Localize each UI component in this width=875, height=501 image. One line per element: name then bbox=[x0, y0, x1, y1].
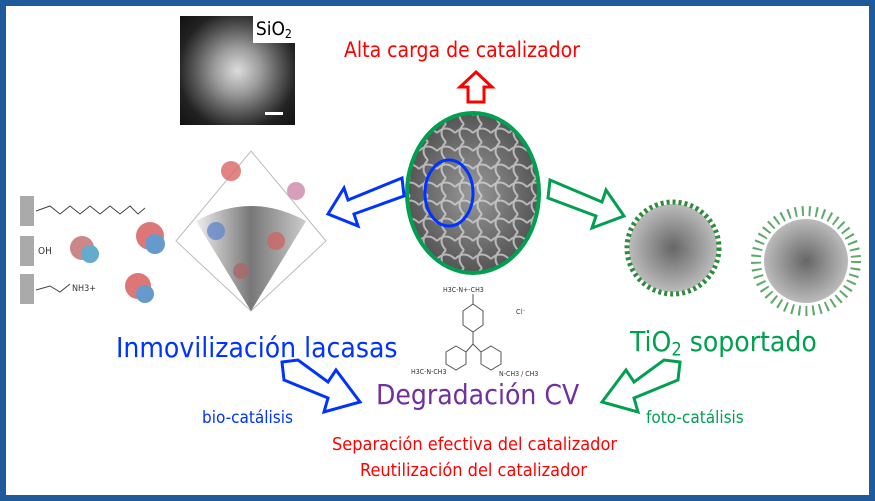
crystal-violet-structure: H3C‑N+‑CH3 Cl⁻ H3C‑N‑CH3 N‑CH3 / CH3 bbox=[411, 286, 538, 378]
laccase-immobilization-label: Inmovilización lacasas bbox=[116, 331, 398, 364]
linker-chemistry-schemes: OH NH3+ bbox=[20, 196, 165, 304]
arrow-to-laccase bbox=[325, 175, 406, 229]
nh3-label: NH3+ bbox=[72, 284, 96, 294]
tio2-coated-spheres bbox=[624, 199, 861, 316]
bio-catalysis-label: bio-catálisis bbox=[202, 408, 293, 428]
up-arrow-red bbox=[456, 69, 496, 104]
bio-arrow bbox=[280, 358, 363, 415]
blue-highlight-circle bbox=[423, 158, 475, 228]
molecule-left-group: H3C‑N‑CH3 bbox=[411, 368, 447, 376]
chloride-label: Cl⁻ bbox=[516, 308, 525, 316]
tio2-prefix: TiO bbox=[630, 325, 672, 358]
sio2-label-sub: 2 bbox=[284, 27, 292, 42]
oh-label: OH bbox=[38, 246, 52, 257]
sio2-label-text: SiO bbox=[255, 18, 285, 40]
molecule-top-group: H3C‑N+‑CH3 bbox=[443, 286, 484, 294]
benefit-separation: Separación efectiva del catalizador bbox=[332, 434, 618, 455]
photo-arrow bbox=[599, 358, 682, 415]
molecule-right-group: N‑CH3 / CH3 bbox=[499, 370, 538, 378]
scale-bar bbox=[265, 112, 283, 115]
green-outline bbox=[405, 111, 541, 275]
central-particle-image bbox=[405, 111, 541, 275]
photo-catalysis-label: foto-catálisis bbox=[646, 408, 744, 428]
cv-degradation-label: Degradación CV bbox=[376, 378, 580, 411]
tio2-supported-label: TiO2 soportado bbox=[630, 328, 817, 360]
arrow-to-tio2 bbox=[546, 177, 627, 231]
sio2-sem-image: SiO2 bbox=[180, 16, 295, 125]
pore-cone-with-enzymes bbox=[175, 150, 327, 312]
top-benefit: Alta carga de catalizador bbox=[344, 38, 580, 62]
tio2-suffix: soportado bbox=[681, 325, 817, 358]
sio2-label: SiO2 bbox=[252, 16, 295, 44]
tio2-sub: 2 bbox=[671, 339, 682, 361]
benefit-reuse: Reutilización del catalizador bbox=[360, 460, 587, 481]
